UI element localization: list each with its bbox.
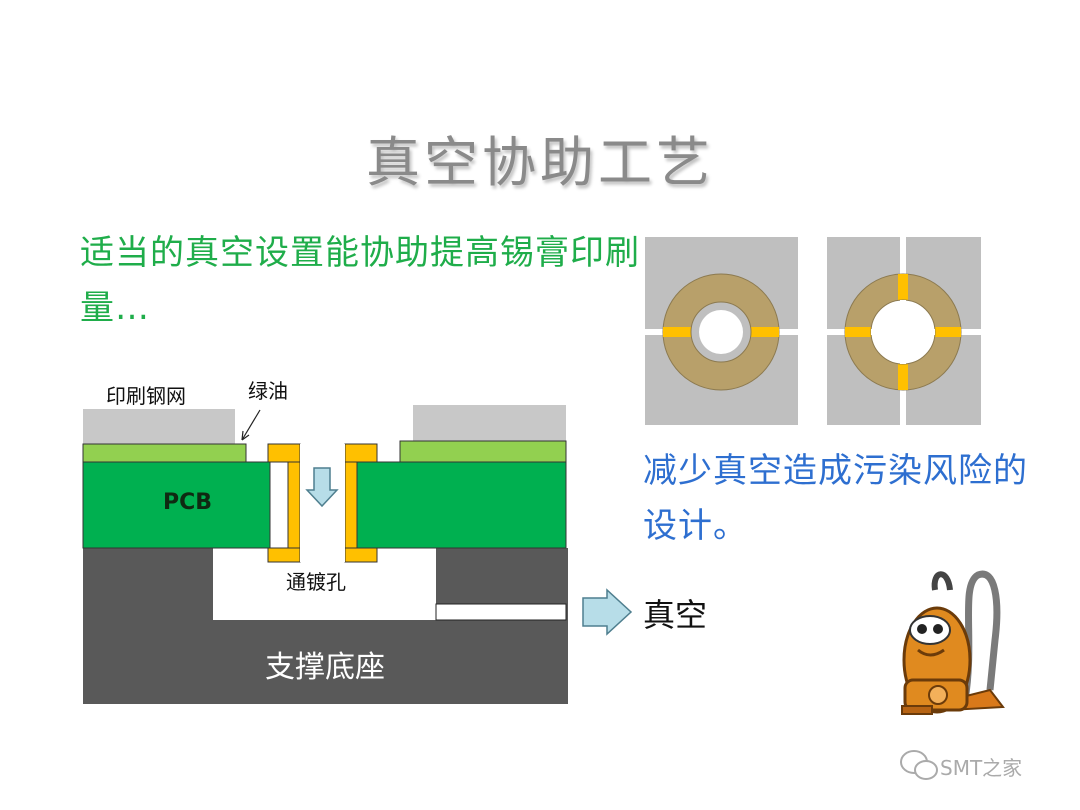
pad-design-1 (645, 237, 798, 425)
stencil-label: 印刷钢网 (106, 384, 186, 408)
stencil-left (83, 409, 235, 444)
vacuum-label: 真空 (643, 596, 708, 634)
wechat-icon (900, 750, 938, 780)
pcb-left (82, 461, 271, 549)
via-plating-left (267, 443, 301, 563)
pcb-right (354, 461, 567, 549)
solder-mask-left (82, 443, 247, 463)
pad-design-caption: 减少真空造成污染风险的设计。 (643, 451, 1028, 546)
slide-title: 真空协助工艺 (366, 131, 714, 194)
via-plating-right (344, 443, 378, 563)
pcb-label: PCB (163, 490, 213, 515)
watermark-text: SMT之家 (940, 756, 1023, 780)
via-label: 通镀孔 (286, 570, 346, 594)
support-base-label: 支撑底座 (265, 650, 385, 685)
solder-mask-right (399, 440, 567, 463)
solder-mask-label: 绿油 (248, 379, 288, 403)
support-base (83, 548, 568, 704)
vacuum-benefit-text: 适当的真空设置能协助提高锡膏印刷量… (80, 233, 640, 328)
vacuum-arrow-icon (582, 588, 633, 636)
mask-pointer-line (241, 409, 261, 441)
mask-pointer-head (241, 430, 250, 441)
down-arrow-icon (305, 467, 339, 508)
pad-design-2 (827, 237, 981, 425)
vacuum-cleaner-cartoon (901, 570, 1005, 715)
stencil-right (413, 405, 566, 444)
